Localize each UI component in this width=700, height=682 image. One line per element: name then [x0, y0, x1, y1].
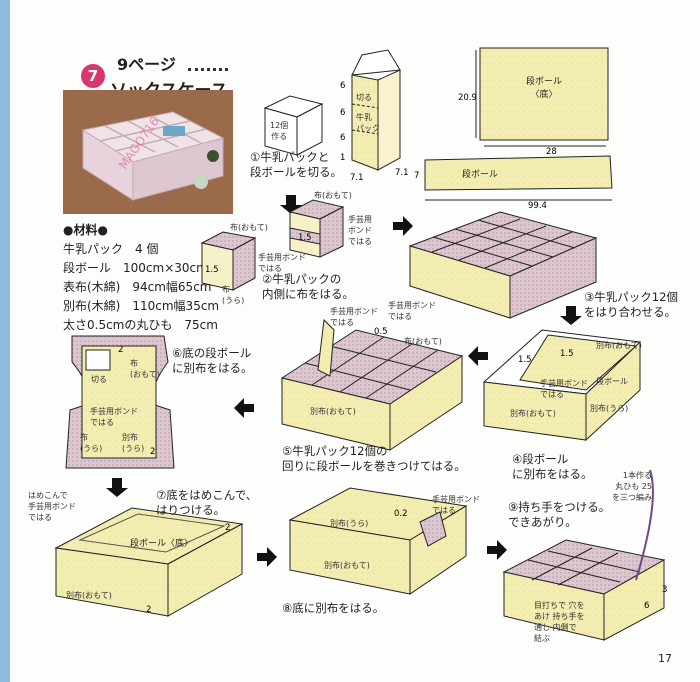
- materials-item: 表布(木綿) 94cm幅65cm: [63, 280, 212, 294]
- label-betsu-s8: 別布(おもて): [324, 561, 370, 570]
- step4-text: ④段ボールに別布をはる。: [512, 452, 593, 481]
- label-betsu-back-s6: 別布(うら): [122, 433, 145, 453]
- finished-photo: MAGO716: [63, 90, 233, 214]
- dim-6c: 6: [340, 133, 345, 143]
- dim-02: 0.2: [394, 509, 408, 519]
- label-cloth-front-b: 布(おもて): [314, 191, 352, 200]
- arrow-down-3: [106, 478, 128, 497]
- step1-cube: [263, 95, 324, 156]
- step6-text: ⑥底の段ボールに別布をはる。: [172, 346, 253, 375]
- label-hole: 目打ちで 穴をあけ 持ち手を通し 内側で結ぶ: [534, 601, 585, 643]
- step7-box: [54, 507, 244, 617]
- label-cardboard-s4: 段ボール: [596, 377, 628, 386]
- label-cardboard-bottom-s7: 段ボール〈底〉: [130, 539, 194, 549]
- dim-3: 3: [662, 585, 667, 595]
- dim-15d: 1.5: [560, 349, 574, 359]
- step5-box: [280, 318, 464, 451]
- dim-994: 99.4: [528, 201, 547, 211]
- materials-list: ●材料● 牛乳パック 4 個 段ボール 100cm×30cm 表布(木綿) 94…: [63, 221, 219, 335]
- milk-carton: [351, 49, 401, 171]
- cardboard-strip: [424, 155, 613, 191]
- arrow-right-2: [257, 547, 277, 567]
- label-glue-s3: 手芸用ボンドではる: [388, 301, 436, 321]
- dim-05: 0.5: [374, 327, 388, 337]
- arrow-left-1: [468, 346, 488, 366]
- label-cloth-front-s6: 布(おもて): [130, 359, 160, 379]
- arrow-right-1: [393, 216, 413, 236]
- label-cardboard: 段ボール: [462, 170, 499, 180]
- materials-item: 牛乳パック 4 個: [63, 242, 159, 256]
- page-edge-strip: [0, 0, 10, 682]
- label-glue-s8: 手芸用ボンドではる: [432, 495, 480, 515]
- label-cloth-front-s5: 布(おもて): [404, 337, 442, 346]
- label-cloth-back-s6: 布(うら): [80, 433, 103, 453]
- label-cloth-back: 布(うら): [222, 285, 245, 305]
- label-glue-s6: 手芸用ボンドではる: [90, 407, 138, 427]
- label-twelve-pieces: 12個作る: [270, 121, 289, 141]
- step4-box: [482, 329, 642, 442]
- label-cloth-front-a: 布(おもて): [230, 223, 268, 232]
- dim-2b: 2: [150, 447, 155, 457]
- arrow-down-2: [560, 306, 582, 325]
- dim-1: 1: [340, 153, 345, 163]
- dim-28: 28: [546, 147, 557, 157]
- label-cut-s6: 切る: [91, 375, 107, 384]
- page-number: 17: [658, 652, 672, 665]
- dim-2a: 2: [118, 345, 123, 355]
- dim-7: 7: [414, 171, 419, 181]
- label-milk-pack: 牛乳パック: [356, 113, 380, 133]
- step8-text: ⑧底に別布をはる。: [282, 601, 385, 615]
- dim-15a: 1.5: [205, 265, 219, 275]
- step7-text: ⑦底をはめこんで、はりつける。: [156, 488, 258, 517]
- materials-item: 太さ0.5cmの丸ひも 75cm: [63, 318, 218, 332]
- label-cardboard-bottom: 段ボール〈底〉: [526, 77, 563, 100]
- label-betsu-front-s4: 別布(おもて): [596, 341, 642, 350]
- header-dotted-line: [188, 68, 228, 71]
- label-betsu-back-s8: 別布(うら): [330, 519, 369, 528]
- label-betsu-s7: 別布(おもて): [66, 591, 112, 600]
- cardboard-bottom-piece: [479, 47, 609, 141]
- dim-2c: 2: [225, 523, 230, 533]
- step1-text: ①牛乳パックと段ボールを切る。: [250, 150, 342, 179]
- step9-text: ⑨持ち手をつける。できあがり。: [508, 500, 611, 529]
- materials-heading: ●材料●: [63, 223, 108, 237]
- label-glue-s4: 手芸用ボンドではる: [540, 379, 588, 399]
- project-number-badge: 7: [81, 64, 105, 88]
- label-betsu-s5: 別布(おもて): [310, 407, 356, 416]
- dim-71b: 7.1: [395, 168, 409, 178]
- dim-6s9: 6: [644, 601, 649, 611]
- dim-15b: 1.5: [298, 233, 312, 243]
- label-glue-s2: 手芸用ボンドではる: [348, 215, 372, 246]
- arrow-right-3: [487, 540, 507, 560]
- step2-cubes: [200, 199, 345, 291]
- step9-box: [502, 469, 666, 641]
- step6-cloth: [65, 335, 175, 469]
- dim-209: 20.9: [458, 93, 477, 103]
- label-glue-s7: はめこんで手芸用ボンドではる: [28, 491, 76, 522]
- step8-box: [288, 487, 468, 595]
- label-glue-inline: 手芸用ボンドではる: [258, 253, 306, 273]
- arrow-left-2: [234, 398, 254, 418]
- page-reference: 9ページ: [117, 55, 176, 74]
- label-betsu-back-s4: 別布(うら): [590, 404, 629, 413]
- label-cut: 切る: [356, 93, 372, 102]
- step3-text: ③牛乳パック12個をはり合わせる。: [584, 290, 678, 319]
- dim-6b: 6: [340, 108, 345, 118]
- step2-text: ②牛乳パックの内側に布をはる。: [262, 272, 354, 301]
- label-glue-s5: 手芸用ボンドではる: [330, 307, 378, 327]
- step5-text: ⑤牛乳パック12個の回りに段ボールを巻きつけてはる。: [282, 444, 466, 473]
- label-betsu-s4: 別布(おもて): [510, 409, 556, 418]
- dim-15c: 1.5: [518, 355, 532, 365]
- materials-item: 段ボール 100cm×30cm: [63, 261, 208, 275]
- dim-2d: 2: [146, 605, 151, 615]
- step3-grid: [408, 211, 598, 319]
- materials-item: 別布(木綿) 110cm幅35cm: [63, 299, 220, 313]
- dim-6a: 6: [340, 81, 345, 91]
- dim-71a: 7.1: [350, 173, 364, 183]
- photo-illustration: MAGO716: [63, 90, 233, 214]
